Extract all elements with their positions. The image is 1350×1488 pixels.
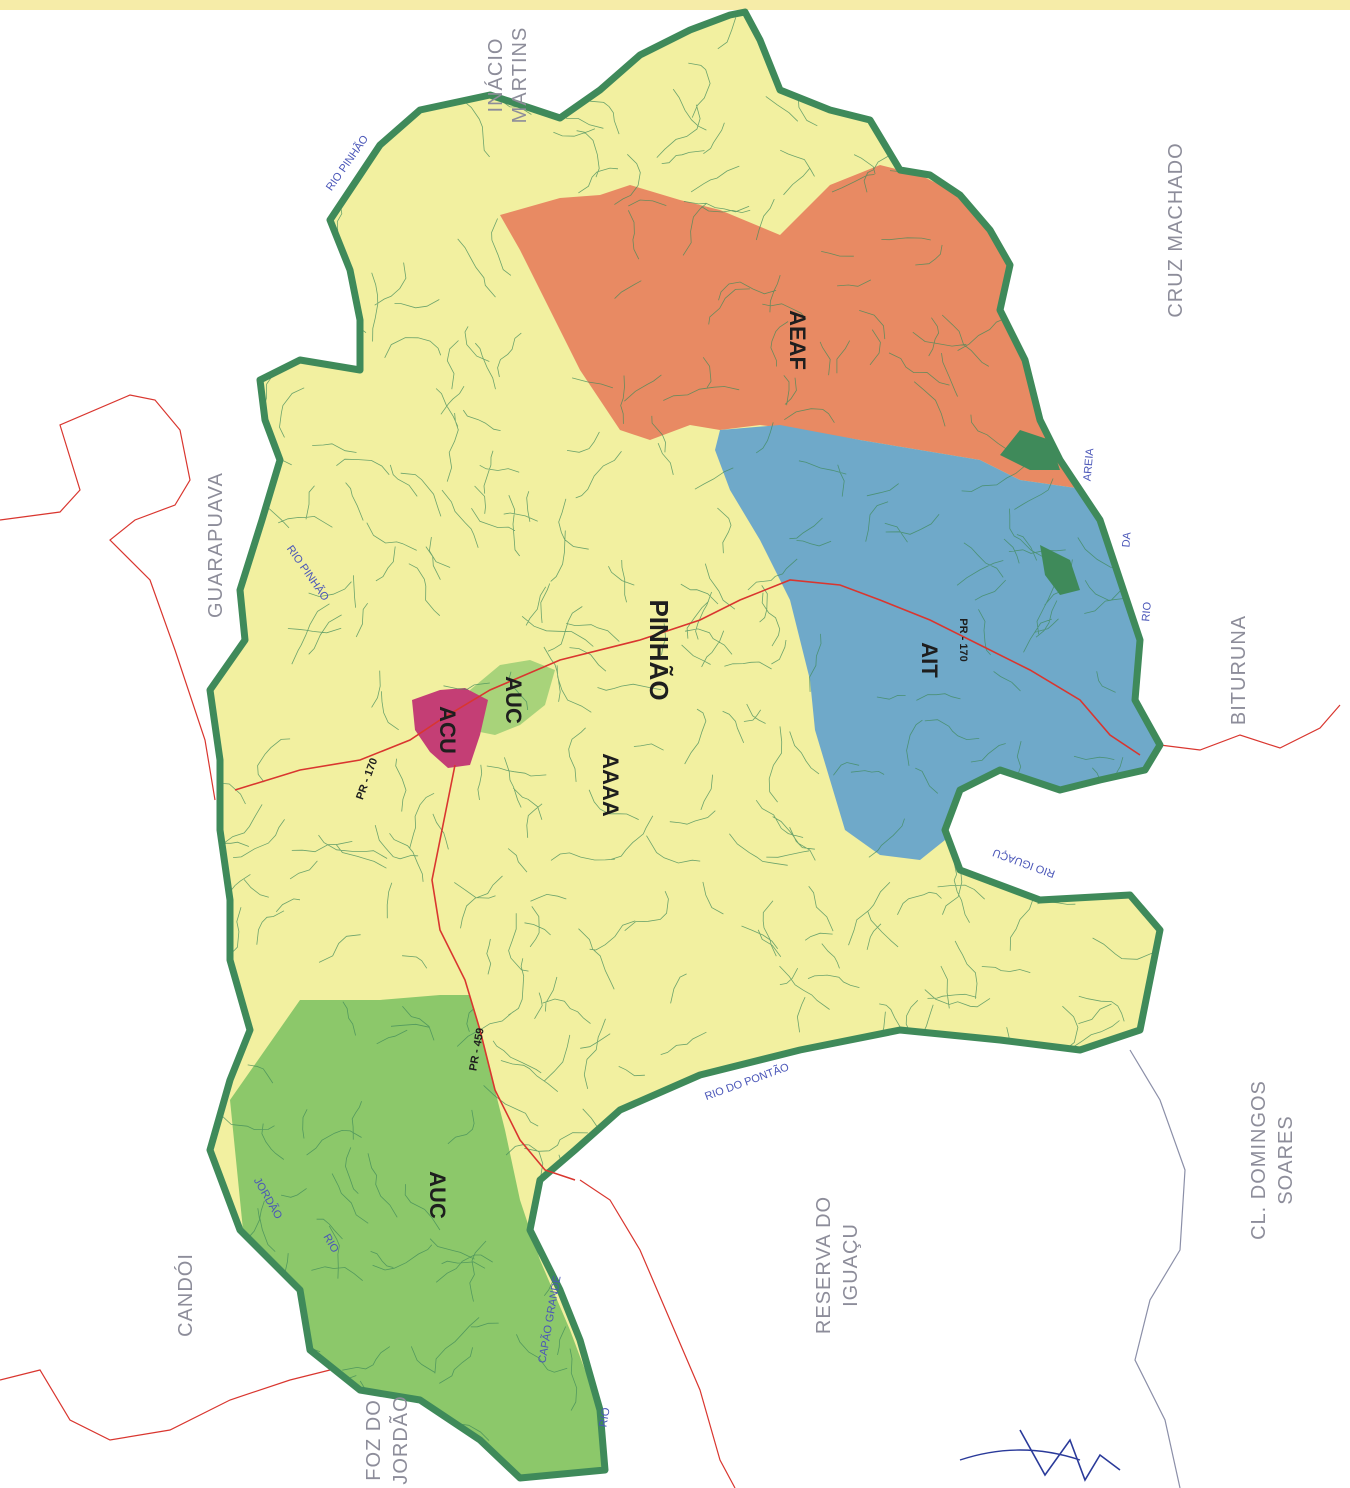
label-aaaa: AAAA [598,753,623,817]
municipality-border [206,8,1164,1482]
zone-aeaf [500,165,1090,490]
reservoir-arm-east [1040,545,1080,595]
signature-scribble [1019,1429,1121,1482]
cl-domingos-boundary [1129,1049,1186,1488]
roads [234,579,1141,1181]
top-edge-strip [0,0,1350,10]
label-municipality-name: PINHÃO [644,599,674,700]
label-inacio-line2: MARTINS [509,27,531,124]
label-auc-north: AUC [501,676,526,724]
label-bituruna: BITURUNA [1228,615,1250,725]
label-areia-da: DA [1120,531,1133,548]
road-pr170 [234,579,1141,791]
label-reserva-line2: IGUAÇU [840,1223,862,1307]
label-foz-line1: FOZ DO [363,1399,385,1481]
label-aeaf: AEAF [785,310,810,370]
label-acu: ACU [435,706,460,754]
neighbor-boundaries [0,394,1341,1488]
label-pr170-east: PR - 170 [957,618,969,661]
reserva-boundary [579,1179,736,1488]
guarapuava-boundary [0,394,216,801]
label-ait: AIT [917,642,942,678]
road-pr-south [431,764,576,1181]
label-inacio-line1: INÁCIO [484,38,507,113]
bituruna-boundary [1159,704,1341,751]
label-reserva-line1: RESERVA DO [813,1196,835,1334]
label-cl-line1: CL. DOMINGOS [1248,1080,1270,1240]
signature-curve [959,1449,1081,1461]
reservoir-arm-north [1000,430,1060,470]
label-candoi: CANDÓI [174,1253,197,1337]
label-auc-south: AUC [425,1171,450,1219]
zone-acu [412,688,488,768]
zone-auc-north [470,660,555,735]
label-cruz-machado: CRUZ MACHADO [1165,142,1187,317]
candoi-boundary [0,1369,331,1441]
label-areia-word: AREIA [1082,447,1097,482]
label-foz-line2: JORDÃO [388,1395,412,1484]
label-guarapuava: GUARAPUAVA [205,472,227,618]
zone-ait [715,425,1160,860]
label-areia-rio: RIO [1140,601,1154,622]
label-capao-rio: RIO [597,1406,612,1428]
label-cl-line2: SOARES [1275,1115,1297,1204]
